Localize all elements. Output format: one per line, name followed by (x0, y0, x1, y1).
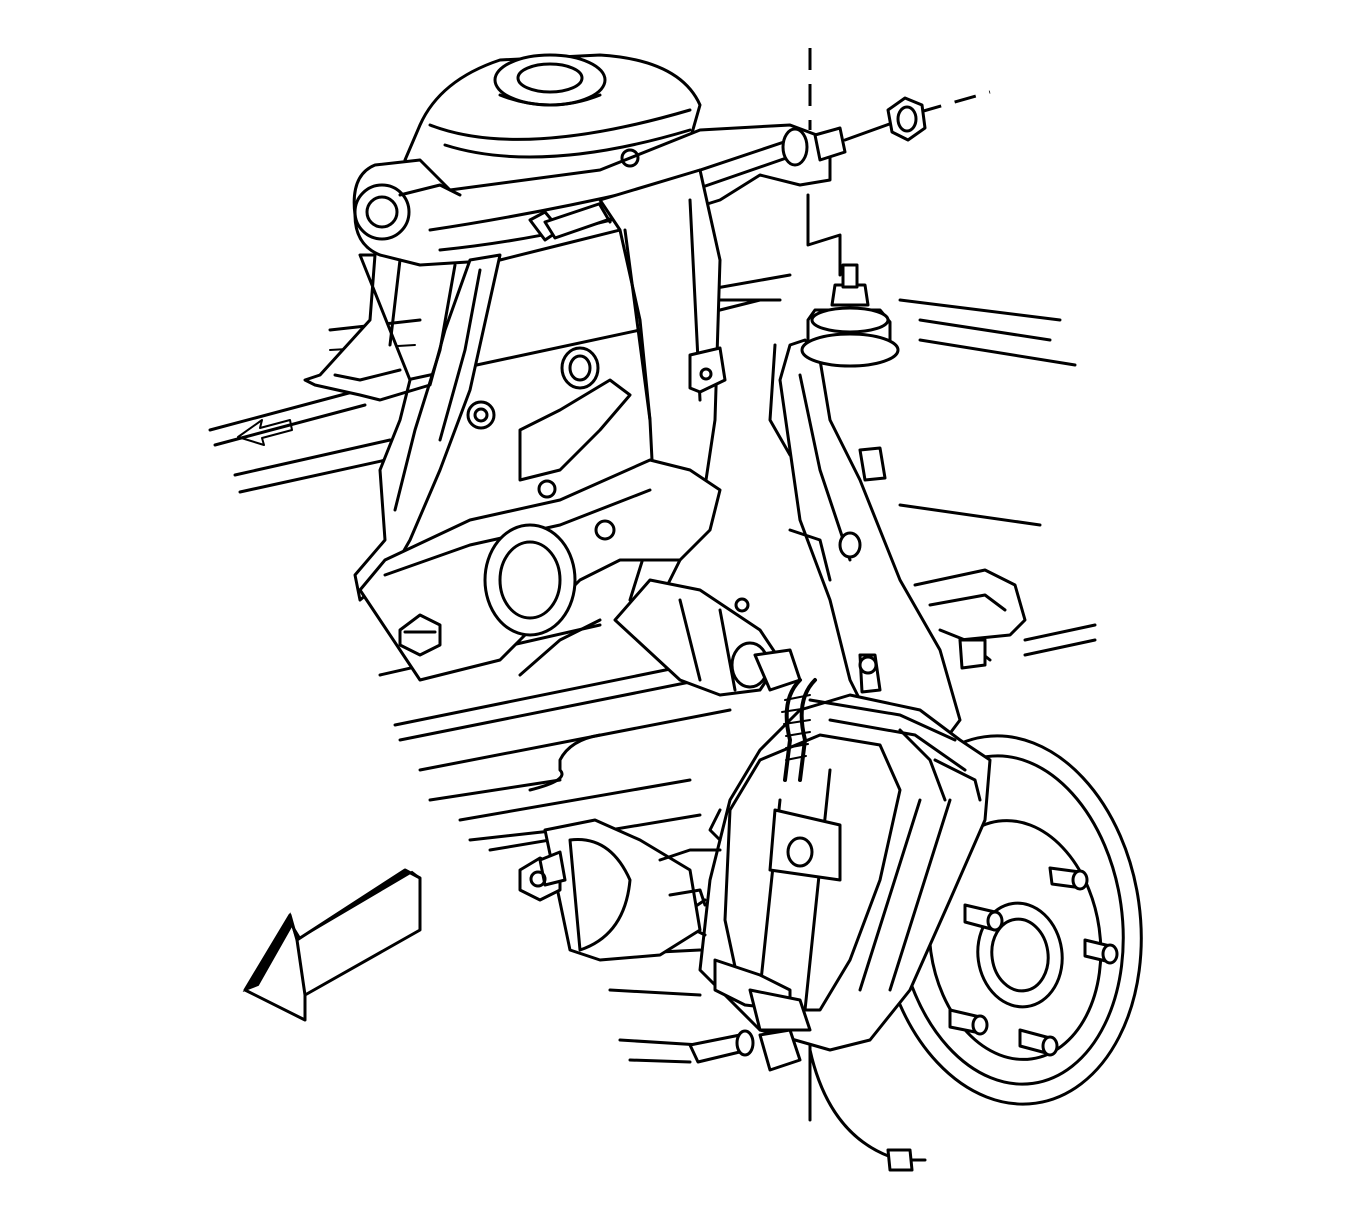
frame-bracket (303, 253, 502, 602)
alignment-lines (806, 48, 991, 277)
forward-direction-arrow (242, 868, 422, 1022)
lower-control-arm (358, 346, 722, 682)
tie-rod (613, 578, 802, 697)
brake-caliper (688, 693, 992, 1052)
small-forward-arrow (237, 419, 293, 446)
brake-hose (781, 638, 987, 782)
lug-studs (948, 866, 1119, 1057)
steering-knuckle (768, 338, 992, 762)
speed-sensor-cable (688, 1028, 914, 1172)
upper-nut (886, 96, 927, 142)
upper-control-arm (352, 123, 832, 267)
ball-joint (800, 263, 900, 368)
lower-mount (518, 818, 722, 962)
